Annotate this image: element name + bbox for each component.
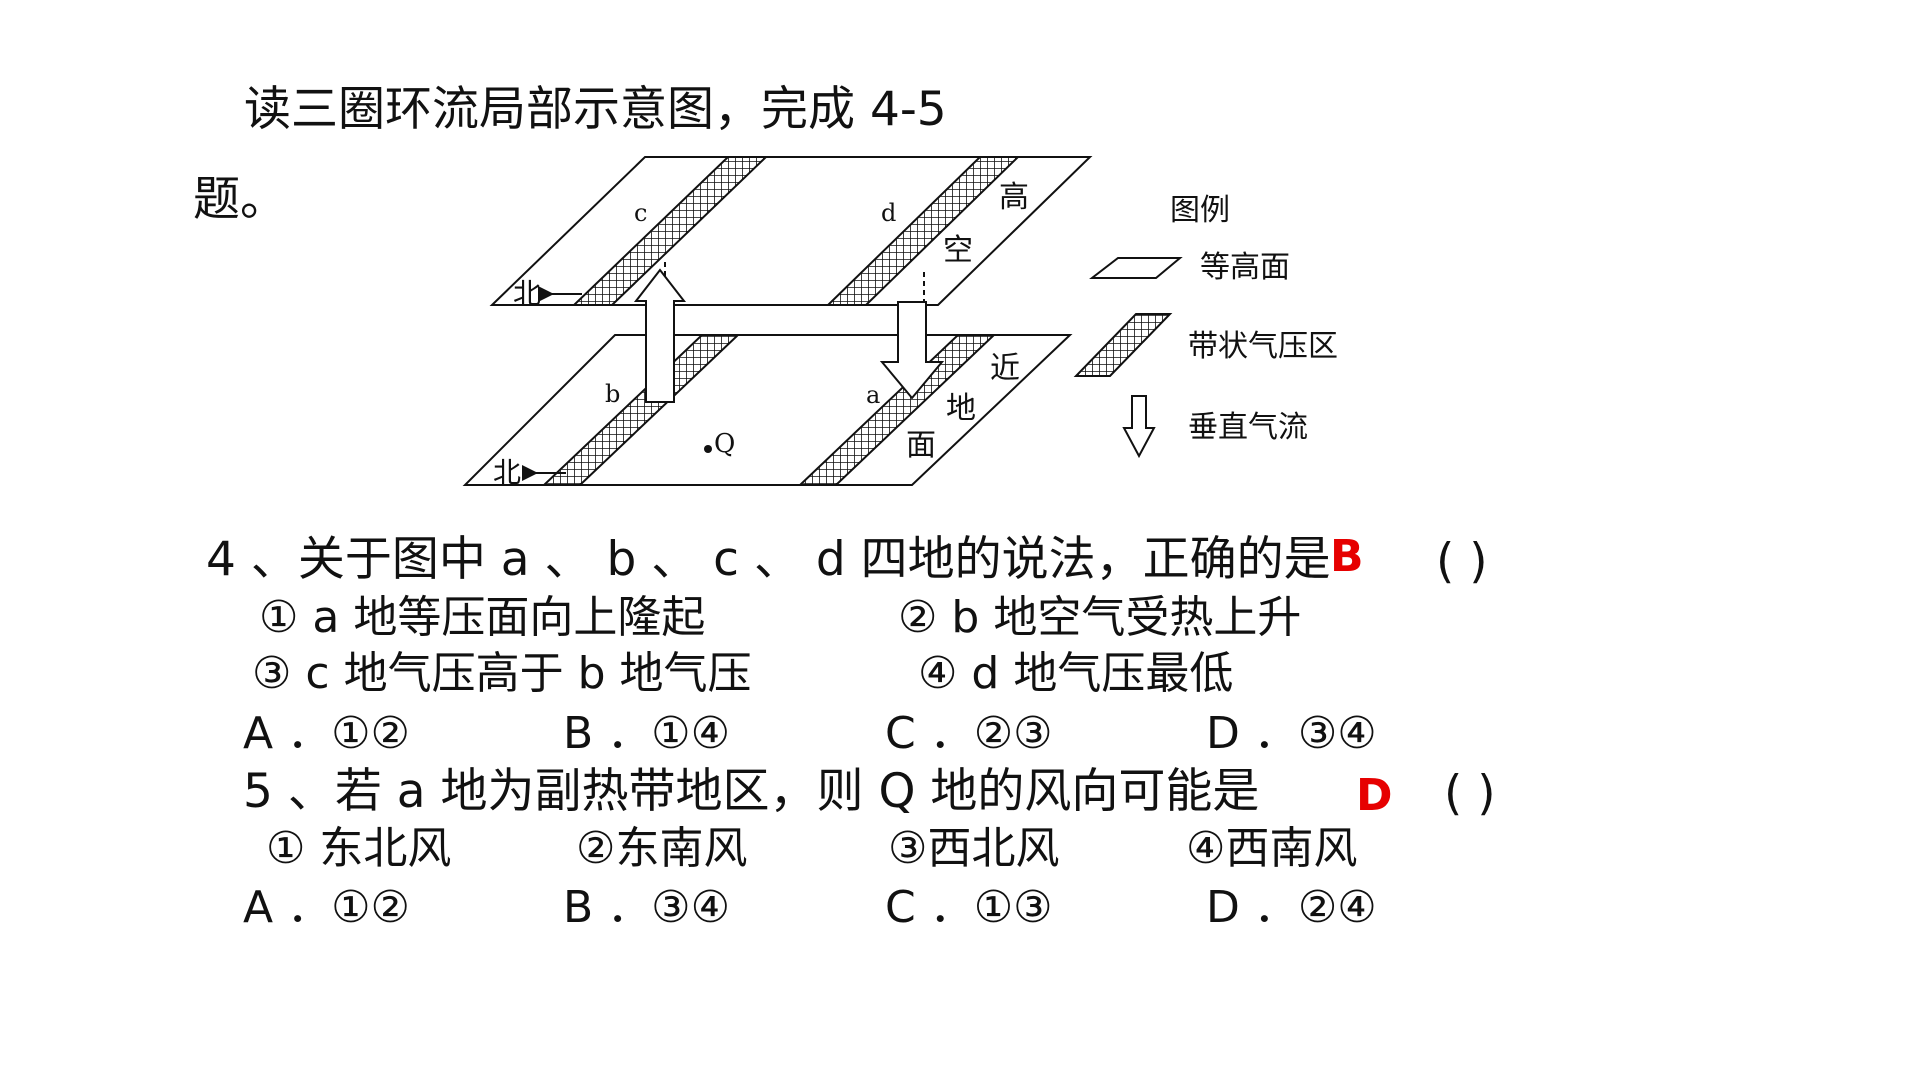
- q5-choice-b: B ．③④: [563, 882, 731, 933]
- q4-choice-a: A ．①②: [243, 708, 410, 759]
- intro-line-1: 读三圈环流局部示意图，完成 4-5: [244, 82, 947, 137]
- legend-pressure-belt-icon: [1073, 313, 1173, 377]
- q5-choice-c: C ．①③: [885, 882, 1053, 933]
- q4-option-1: ① a 地等压面向上隆起: [259, 592, 706, 643]
- legend-title: 图例: [1170, 193, 1230, 228]
- lower-label-char-3: 面: [906, 428, 936, 463]
- north-label-upper: 北: [513, 277, 541, 310]
- lower-isobaric-plane: [462, 334, 1073, 486]
- q4-choice-c: C ．②③: [885, 708, 1053, 759]
- q5-option-3: ③西北风: [888, 823, 1060, 874]
- q5-choice-a: A ．①②: [243, 882, 410, 933]
- q5-option-1: ① 东北风: [266, 823, 452, 874]
- rising-airflow-arrow: [633, 268, 687, 403]
- label-q: Q: [714, 429, 735, 459]
- q5-answer: D: [1356, 770, 1393, 821]
- q4-choice-b: B ．①④: [563, 708, 731, 759]
- upper-isobaric-plane: [489, 156, 1093, 306]
- label-a: a: [866, 381, 880, 409]
- q5-choice-d: D ．②④: [1206, 882, 1377, 933]
- q5-answer-blank: ( ): [1444, 766, 1496, 821]
- upper-label-char-2: 空: [943, 233, 973, 268]
- legend-pressure-belt-label: 带状气压区: [1188, 329, 1338, 364]
- intro-line-2: 题。: [193, 172, 287, 227]
- q4-option-4: ④ d 地气压最低: [918, 648, 1234, 699]
- q5-option-2: ②东南风: [576, 823, 748, 874]
- north-label-lower: 北: [493, 456, 521, 489]
- label-b: b: [605, 380, 620, 408]
- q5-option-4: ④西南风: [1186, 823, 1358, 874]
- legend: 图例 等高面 带状气压区 垂直气流: [1073, 193, 1338, 459]
- pressure-belt-c: [571, 156, 769, 306]
- upper-label-char-1: 高: [999, 180, 1029, 215]
- legend-airflow-icon: [1122, 395, 1156, 459]
- legend-airflow-label: 垂直气流: [1188, 410, 1308, 445]
- pressure-belt-b: [541, 334, 741, 486]
- label-c: c: [634, 199, 647, 227]
- q4-option-3: ③ c 地气压高于 b 地气压: [252, 648, 752, 699]
- legend-isobaric-icon: [1089, 257, 1183, 279]
- lower-label-char-1: 近: [990, 351, 1020, 386]
- point-q-dot: [704, 445, 712, 453]
- descending-airflow-arrow: [879, 301, 945, 400]
- q4-answer-blank: ( ): [1436, 534, 1488, 589]
- q4-answer: B: [1330, 531, 1364, 582]
- lower-label-char-2: 地: [946, 391, 976, 426]
- label-d: d: [881, 199, 896, 227]
- pressure-belt-a: [797, 334, 997, 486]
- q4-choice-d: D ．③④: [1206, 708, 1377, 759]
- legend-isobaric-label: 等高面: [1200, 250, 1290, 285]
- q4-stem: 4 、关于图中 a 、 b 、 c 、 d 四地的说法，正确的是: [206, 532, 1331, 587]
- q4-option-2: ② b 地空气受热上升: [898, 592, 1302, 643]
- q5-stem: 5 、若 a 地为副热带地区，则 Q 地的风向可能是: [243, 764, 1260, 819]
- pressure-belt-d: [825, 156, 1021, 306]
